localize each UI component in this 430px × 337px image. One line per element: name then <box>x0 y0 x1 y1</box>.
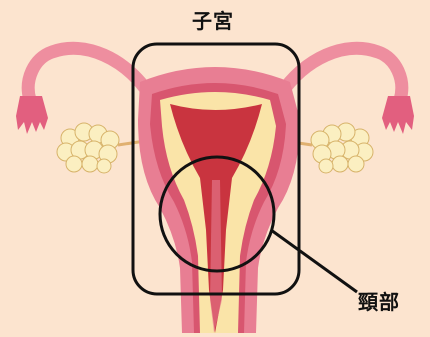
cervix-label: 頸部 <box>358 286 400 315</box>
right-fimbriae <box>382 96 414 134</box>
uterus-label: 子宮 <box>192 5 234 34</box>
right-ovary <box>311 123 373 173</box>
cervix-leader-line <box>271 230 357 292</box>
left-fimbriae <box>16 96 48 134</box>
left-ovary <box>57 123 119 173</box>
